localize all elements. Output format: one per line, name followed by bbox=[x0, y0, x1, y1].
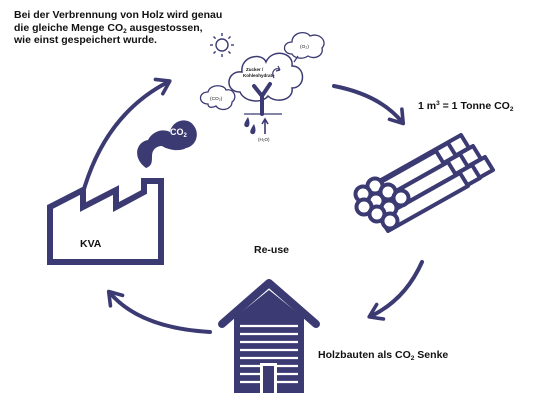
reuse-label: Re-use bbox=[254, 244, 290, 256]
smoke-label-pre: CO bbox=[170, 127, 184, 137]
o2-arrow bbox=[293, 55, 299, 63]
house-label-sub: 2 bbox=[410, 355, 415, 362]
arrow-house-to-factory bbox=[106, 289, 212, 334]
factory-icon bbox=[47, 178, 164, 265]
arrow-factory-to-tree bbox=[80, 77, 172, 198]
intro-text: Bei der Verbrennung von Holz wird genau … bbox=[14, 9, 234, 47]
water-up-arrow bbox=[261, 117, 269, 134]
factory-label: KVA bbox=[80, 238, 102, 250]
intro-line-1: Bei der Verbrennung von Holz wird genau bbox=[14, 9, 223, 21]
intro-line-2-pre: die gleiche Menge CO bbox=[14, 21, 124, 34]
volume-sub: 2 bbox=[509, 106, 514, 113]
wooden-house-icon bbox=[218, 279, 320, 393]
o2-cloud-icon bbox=[283, 31, 325, 59]
house-label-pre: Holzbauten als CO bbox=[318, 349, 411, 361]
arrow-tree-to-logs bbox=[332, 84, 406, 126]
log-pile-icon bbox=[353, 133, 495, 233]
co2-cloud-label: (CO₂) bbox=[210, 96, 223, 102]
volume-sup: 3 bbox=[436, 100, 440, 107]
house-label: Holzbauten als CO2 Senke bbox=[318, 349, 449, 362]
house-label-post: Senke bbox=[414, 349, 449, 361]
h2o-label: (H₂O) bbox=[258, 137, 270, 142]
co2-cloud-icon bbox=[199, 85, 236, 111]
volume-mid: = 1 Tonne CO bbox=[439, 100, 510, 112]
volume-pre: 1 m bbox=[418, 100, 437, 112]
volume-label: 1 m3 = 1 Tonne CO2 bbox=[418, 100, 514, 113]
water-drops-icon bbox=[244, 117, 256, 135]
smoke-label: CO2 bbox=[170, 127, 188, 139]
tree-icon bbox=[228, 52, 304, 116]
smoke-label-sub: 2 bbox=[184, 133, 188, 139]
intro-line-2-post: ausgestossen, bbox=[126, 21, 203, 34]
leaf-arrow-icon bbox=[272, 65, 281, 79]
arrow-logs-to-house bbox=[367, 260, 424, 321]
o2-label: (O₂) bbox=[300, 44, 309, 50]
sugar-label-1: Zucker / bbox=[246, 67, 264, 72]
intro-line-2-sub: 2 bbox=[123, 27, 127, 35]
sugar-label-2: Kohlenhydrate bbox=[243, 73, 275, 78]
intro-line-3: wie einst gespeichert wurde. bbox=[14, 34, 157, 46]
smoke-cloud-icon bbox=[137, 120, 197, 168]
